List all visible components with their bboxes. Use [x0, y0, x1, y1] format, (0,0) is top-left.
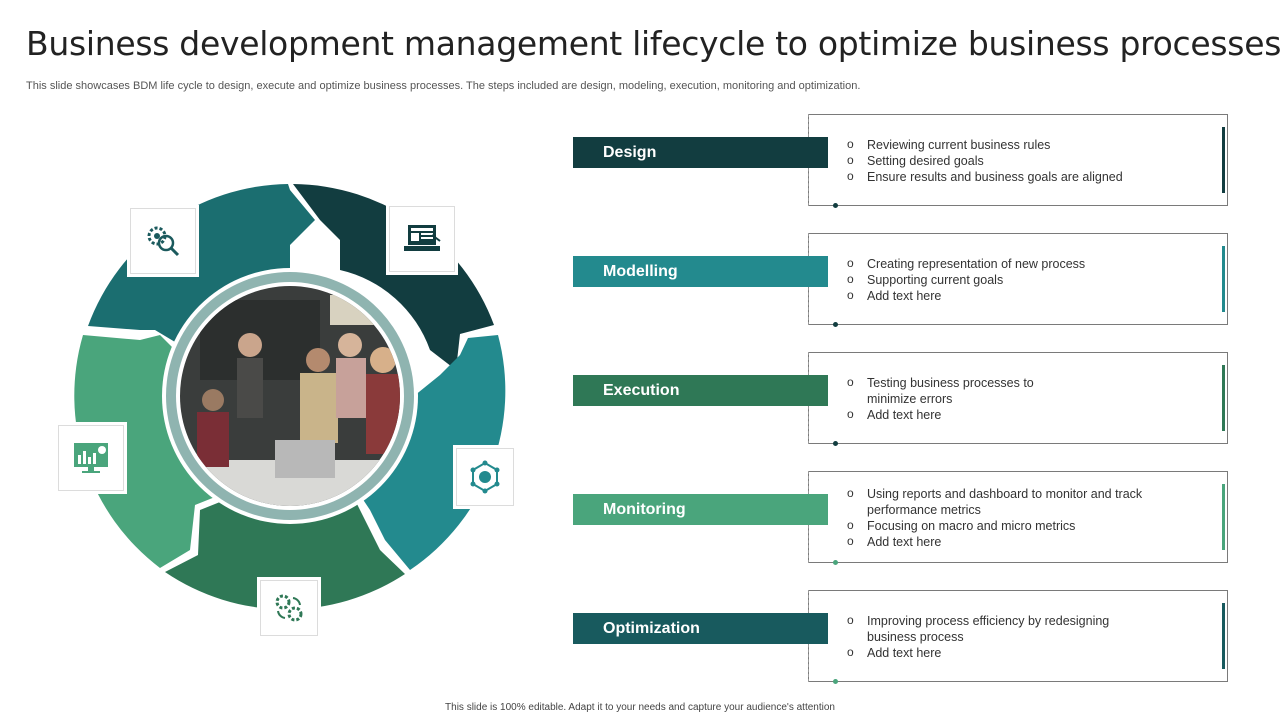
- bullet-text: Supporting current goals: [835, 271, 1085, 288]
- card-dot: [833, 679, 838, 684]
- bullet-text: Focusing on macro and micro metrics: [835, 517, 1175, 534]
- footer-note: This slide is 100% editable. Adapt it to…: [445, 702, 835, 713]
- bullet-text: Setting desired goals: [835, 152, 1123, 169]
- card-accent: [1222, 365, 1225, 431]
- step-card-design: Reviewing current business rules Setting…: [808, 114, 1228, 206]
- step-card-optimization: Improving process efficiency by redesign…: [808, 590, 1228, 682]
- lifecycle-diagram: [74, 184, 506, 610]
- dashboard-monitor-icon: [74, 443, 108, 473]
- process-gears-icon: [275, 594, 303, 622]
- step-card-execution: Testing business processes to minimize e…: [808, 352, 1228, 444]
- cycle-segment-optimization: [165, 500, 405, 610]
- card-accent: [1222, 246, 1225, 312]
- step-card-monitoring: Using reports and dashboard to monitor a…: [808, 471, 1228, 563]
- card-dot: [833, 560, 838, 565]
- cycle-segment-design: [293, 184, 494, 370]
- step-label-optimization: Optimization: [573, 613, 828, 644]
- page-subtitle: This slide showcases BDM life cycle to d…: [26, 80, 861, 92]
- icon-box-network-hexagon: [456, 448, 514, 506]
- cycle-segment-monitoring: [74, 335, 220, 568]
- step-label-execution: Execution: [573, 375, 828, 406]
- bullet-text: Add text here: [835, 406, 1035, 423]
- icon-box-process-gears: [260, 580, 318, 636]
- laptop-report-icon: [404, 225, 441, 251]
- step-label-modelling: Modelling: [573, 256, 828, 287]
- bullet-text: Using reports and dashboard to monitor a…: [835, 485, 1175, 518]
- icon-box-gear-search: [130, 208, 196, 274]
- card-dot: [833, 441, 838, 446]
- bullet-text: Creating representation of new process: [835, 255, 1085, 272]
- bullet-text: Improving process efficiency by redesign…: [835, 612, 1135, 645]
- icon-box-dashboard-monitor: [58, 425, 124, 491]
- step-label-design: Design: [573, 137, 828, 168]
- cycle-segment-execution: [360, 335, 506, 570]
- bullet-text: Testing business processes to minimize e…: [835, 374, 1035, 407]
- icon-box-laptop-report: [389, 206, 455, 272]
- card-dot: [833, 203, 838, 208]
- card-accent: [1222, 484, 1225, 550]
- bullet-text: Ensure results and business goals are al…: [835, 168, 1123, 185]
- gear-search-icon: [147, 226, 180, 257]
- bullet-text: Reviewing current business rules: [835, 136, 1123, 153]
- network-hexagon-icon: [470, 460, 500, 494]
- card-dot: [833, 322, 838, 327]
- bullet-text: Add text here: [835, 287, 1085, 304]
- card-accent: [1222, 603, 1225, 669]
- card-accent: [1222, 127, 1225, 193]
- step-card-modelling: Creating representation of new process S…: [808, 233, 1228, 325]
- page-title: Business development management lifecycl…: [26, 24, 1280, 63]
- bullet-text: Add text here: [835, 533, 1175, 550]
- bullet-text: Add text here: [835, 644, 1135, 661]
- step-label-monitoring: Monitoring: [573, 494, 828, 525]
- cycle-segment-modelling: [88, 184, 315, 345]
